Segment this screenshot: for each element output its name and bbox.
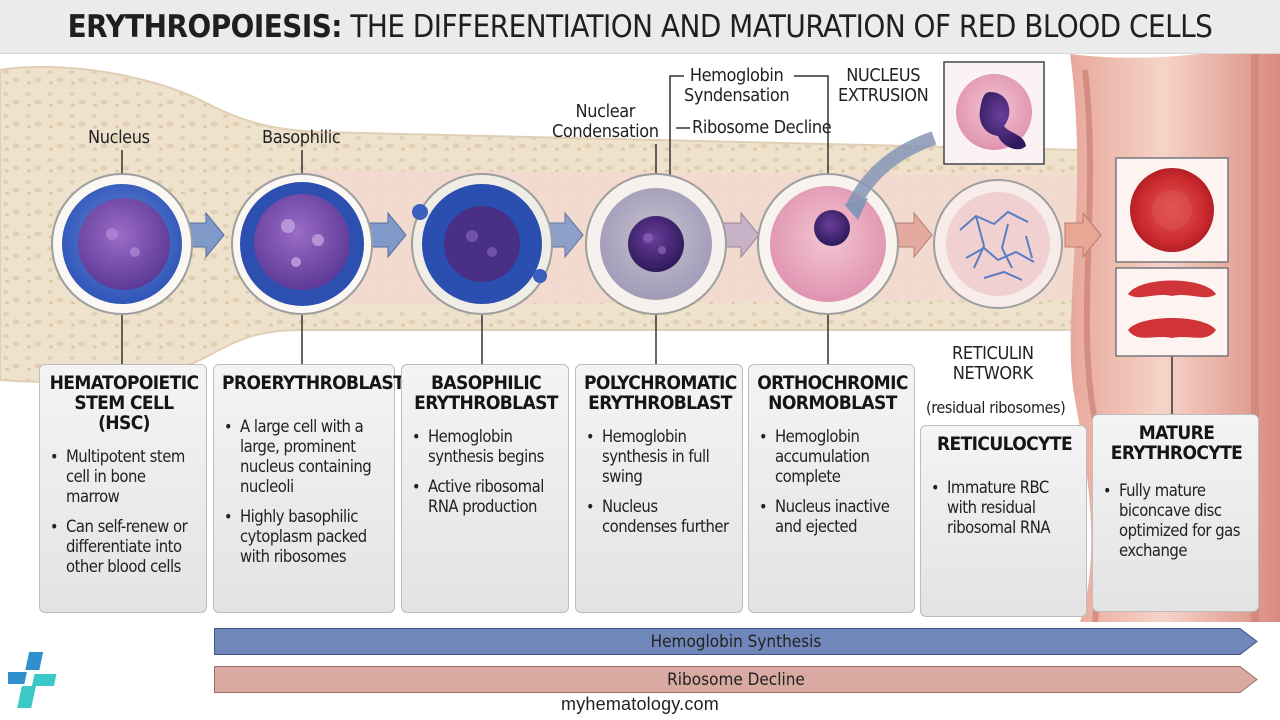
stage-card-basophilic-erythroblast: BASOPHILIC ERYTHROBLAST Hemoglobin synth… [401, 364, 569, 613]
label-hemoglobin-syndensation: Hemoglobin Syndensation [684, 65, 790, 106]
stage-name: HEMATOPOIETIC STEM CELL (HSC) [49, 372, 199, 434]
ribosome-decline-bar: Ribosome Decline [214, 666, 1258, 693]
stage-name: POLYCHROMATIC ERYTHROBLAST [584, 372, 737, 414]
stage-name: ORTHOCHROMIC NORMOBLAST [757, 372, 908, 414]
stage-card-mature-erythrocyte: MATURE ERYTHROCYTE Fully mature biconcav… [1092, 414, 1259, 612]
label-residual-ribosomes: (residual ribosomes) [926, 398, 1066, 417]
label-reticulin-network: RETICULIN NETWORK [952, 343, 1034, 384]
footer-site: myhematology.com [561, 694, 719, 714]
stage-bullet: Nucleus condenses further [584, 497, 736, 537]
stage-card-proerythroblast: PROERYTHROBLAST A large cell with a larg… [213, 364, 405, 613]
cell-basophilic-erythroblast [411, 173, 553, 315]
stage-name: RETICULOCYTE [936, 433, 1073, 455]
page-title: ERYTHROPOIESIS: THE DIFFERENTIATION AND … [0, 0, 1280, 54]
cell-reticulocyte [933, 179, 1063, 309]
label-basophilic: Basophilic [262, 127, 341, 148]
stage-bullet: Hemoglobin synthesis begins [410, 427, 562, 467]
title-rest: THE DIFFERENTIATION AND MATURATION OF RE… [350, 8, 1213, 45]
stage-name: PROERYTHROBLAST [222, 372, 405, 394]
stage-bullet: Multipotent stem cell in bone marrow [48, 447, 200, 507]
cell-proerythroblast [231, 173, 373, 315]
cross-logo-icon [8, 652, 57, 708]
stage-bullet: A large cell with a large, prominent nuc… [222, 417, 388, 497]
title-bold: ERYTHROPOIESIS: [67, 8, 343, 45]
hemoglobin-synthesis-bar: Hemoglobin Synthesis [214, 628, 1258, 655]
label-nuclear-condensation: Nuclear Condensation [552, 101, 659, 142]
cell-orthochromic-normoblast [757, 173, 899, 315]
nucleus-extrusion-inset [844, 61, 1045, 220]
label-nucleus: Nucleus [88, 127, 150, 148]
stage-name: MATURE ERYTHROCYTE [1110, 422, 1243, 464]
cell-hsc [51, 173, 193, 315]
stage-arrows [187, 211, 1102, 259]
stage-bullet: Immature RBC with residual ribosomal RNA [929, 478, 1080, 538]
stage-bullet: Nucleus inactive and ejected [757, 497, 908, 537]
hemoglobin-synthesis-label: Hemoglobin Synthesis [650, 631, 822, 652]
stage-card-polychromatic-erythroblast: POLYCHROMATIC ERYTHROBLAST Hemoglobin sy… [575, 364, 743, 613]
stage-bullet: Active ribosomal RNA production [410, 477, 562, 517]
stage-card-hsc: HEMATOPOIETIC STEM CELL (HSC) Multipoten… [39, 364, 207, 613]
label-ribosome-decline: Ribosome Decline [692, 117, 832, 138]
cell-mature-erythrocyte [1115, 157, 1229, 357]
stage-bullet: Hemoglobin accumulation complete [757, 427, 908, 487]
stage-bullet: Highly basophilic cytoplasm packed with … [222, 507, 388, 567]
stage-card-reticulocyte: RETICULOCYTE Immature RBC with residual … [920, 425, 1087, 617]
stage-card-orthochromic-normoblast: ORTHOCHROMIC NORMOBLAST Hemoglobin accum… [748, 364, 915, 613]
stage-name: BASOPHILIC ERYTHROBLAST [414, 372, 558, 414]
stage-bullet: Can self-renew or differentiate into oth… [48, 517, 200, 577]
cell-polychromatic-erythroblast [585, 173, 727, 315]
ribosome-decline-label: Ribosome Decline [667, 669, 805, 690]
stage-bullet: Hemoglobin synthesis in full swing [584, 427, 736, 487]
label-nucleus-extrusion: NUCLEUS EXTRUSION [838, 65, 929, 106]
stage-bullet: Fully mature biconcave disc optimized fo… [1101, 481, 1252, 561]
